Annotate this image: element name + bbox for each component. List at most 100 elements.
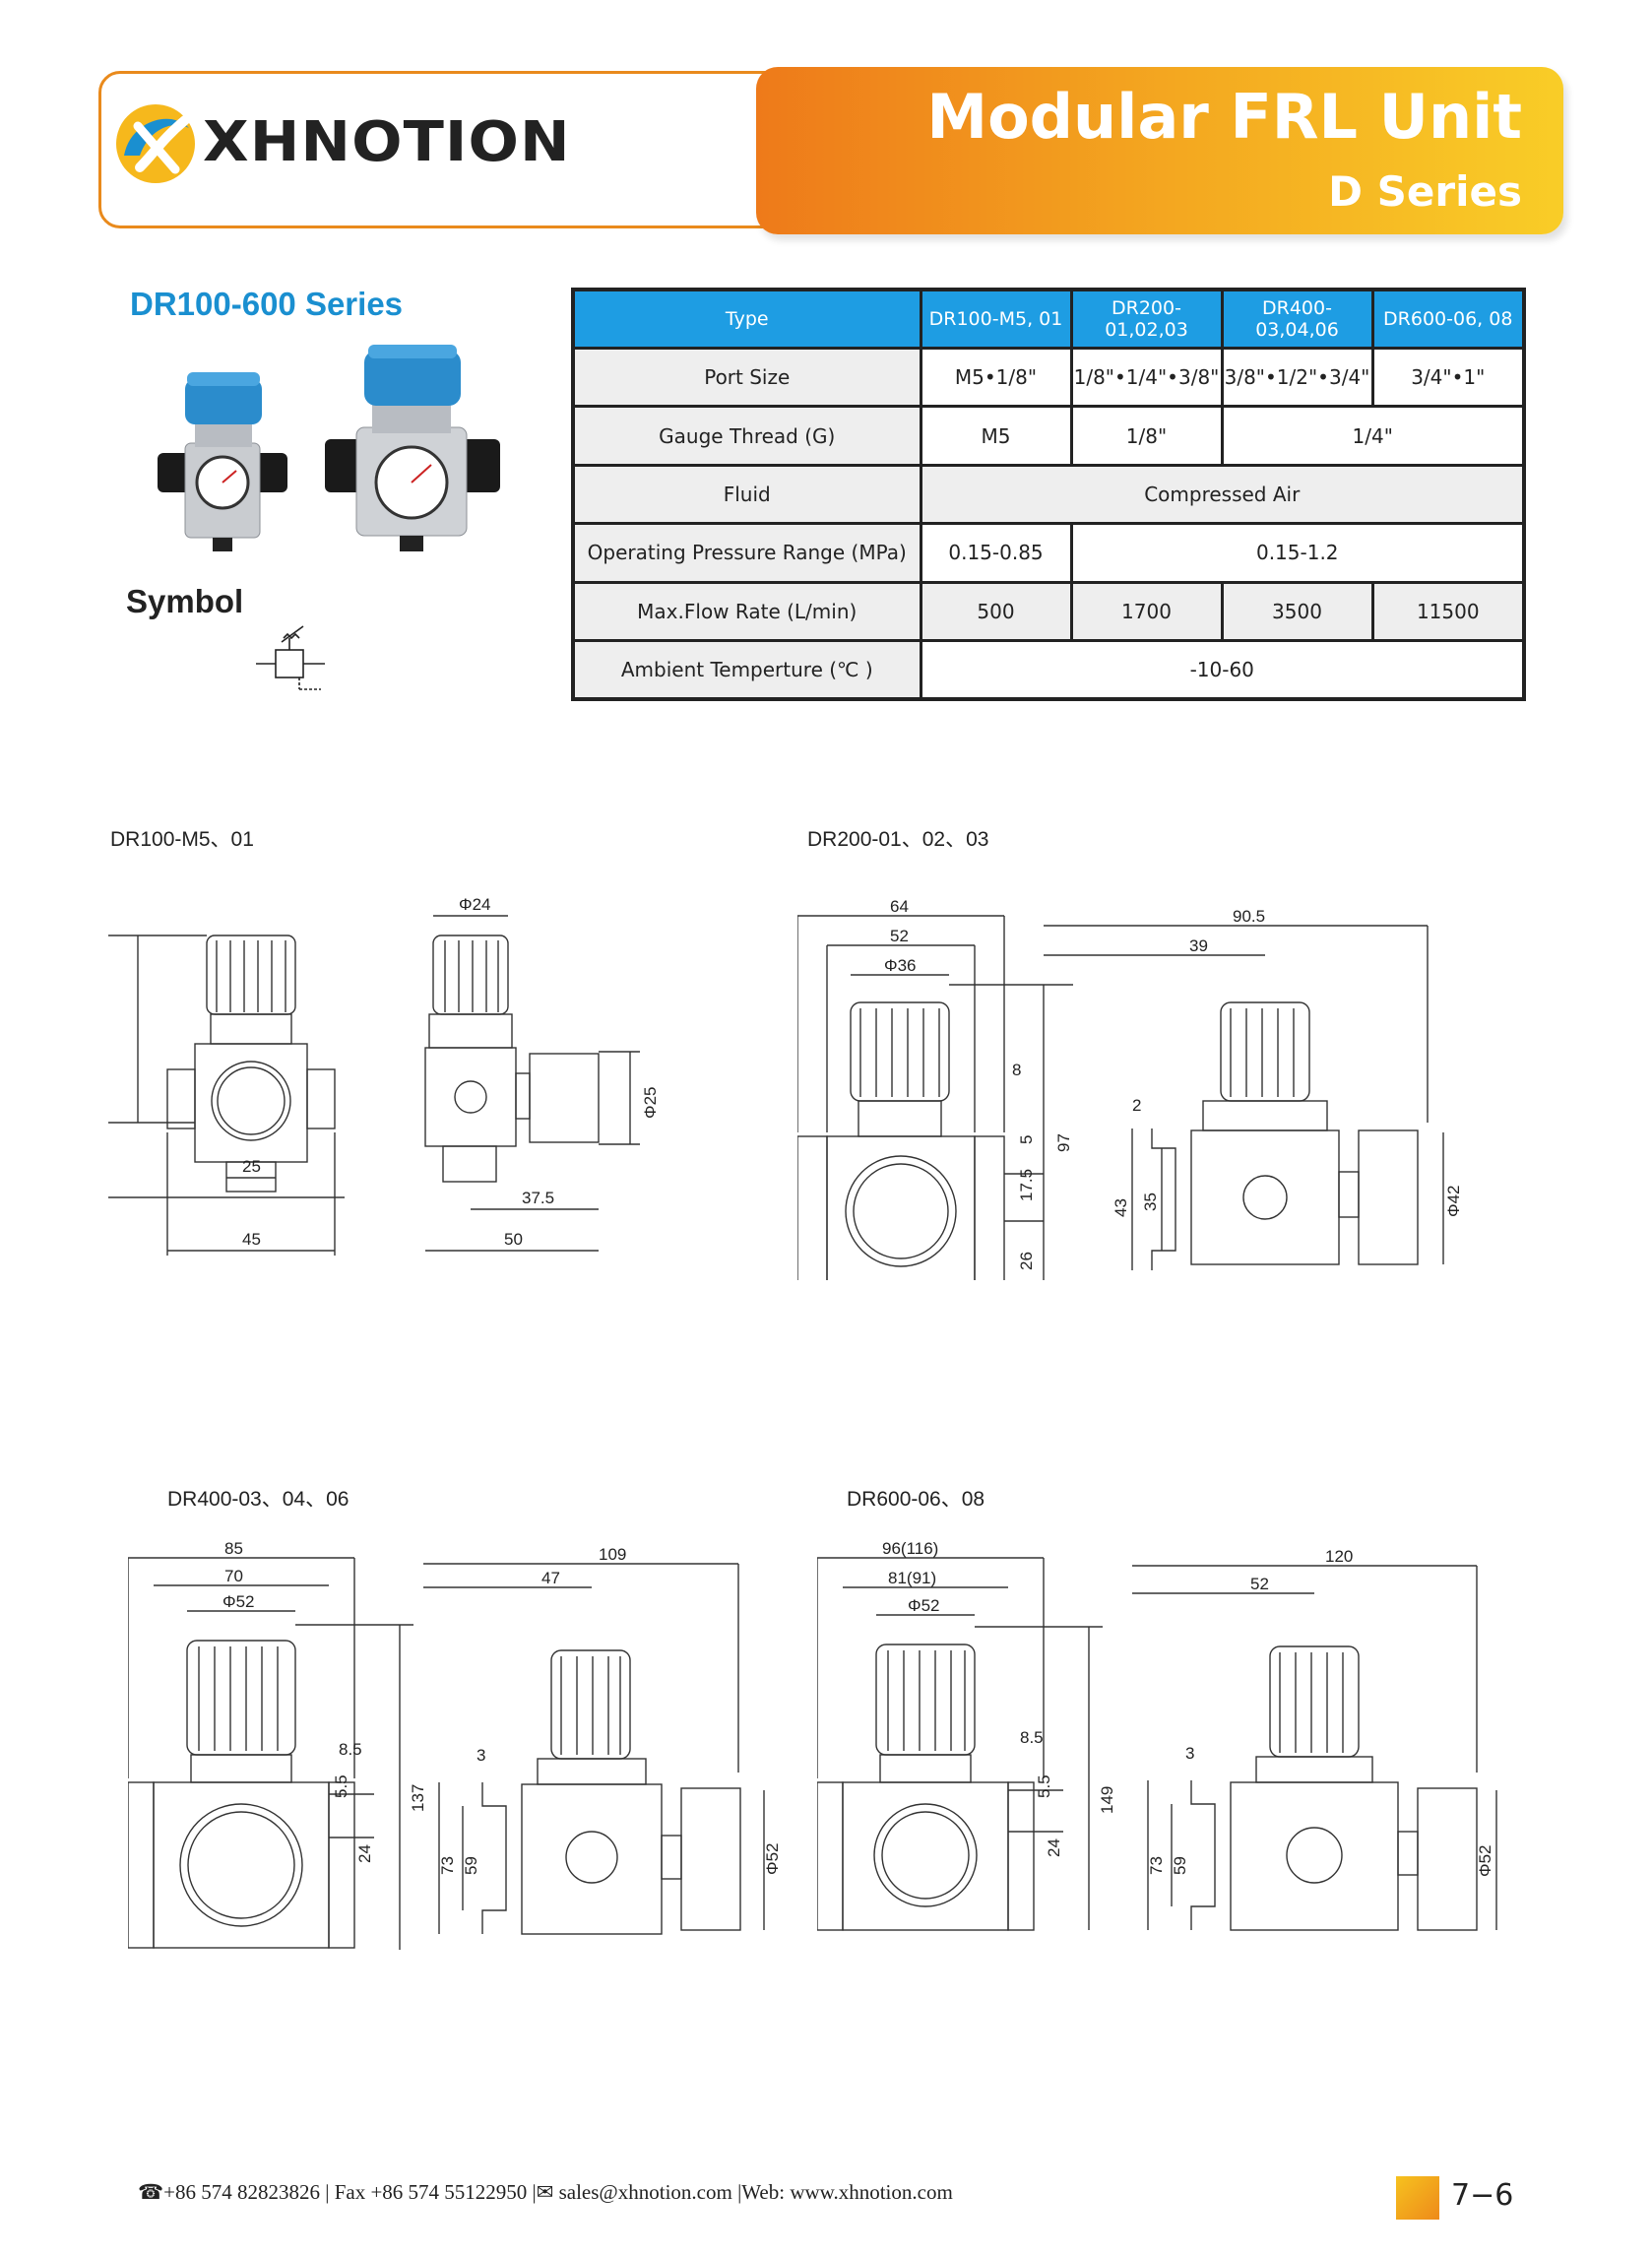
table-row: Port Size M5•1/8" 1/8"•1/4"•3/8" 3/8"•1/…	[571, 346, 1526, 409]
dim-text: Φ25	[641, 1087, 660, 1119]
page-title: Modular FRL Unit	[926, 81, 1522, 153]
dim-text: Φ42	[1444, 1186, 1463, 1217]
table-cell: M5	[919, 405, 1073, 467]
dim-text: Φ52	[763, 1843, 778, 1875]
table-cell: 1/8"•1/4"•3/8"	[1069, 346, 1224, 409]
table-header-type: DR100-M5, 01	[919, 288, 1073, 350]
dr100-dimension-drawing: 47 25 45 Φ24 Φ25 37.5 50	[108, 895, 660, 1256]
dim-text: 8.5	[339, 1740, 362, 1759]
drawing-label-dr400: DR400-03、04、06	[167, 1488, 349, 1511]
series-title: DR100-600 Series	[130, 286, 404, 322]
dim-text: 26	[1017, 1252, 1036, 1270]
dim-text: 59	[462, 1856, 480, 1875]
table-cell: 11500	[1370, 580, 1526, 643]
table-cell: 3500	[1220, 580, 1374, 643]
dim-text: 24	[355, 1844, 374, 1863]
dim-text: 137	[409, 1784, 427, 1812]
table-row: Gauge Thread (G) M5 1/8" 1/4"	[571, 405, 1526, 467]
dim-text: 70	[224, 1567, 243, 1585]
table-header-type: DR400-03,04,06	[1220, 288, 1374, 350]
dim-text: 3	[1185, 1744, 1194, 1763]
dim-text: 64	[890, 897, 909, 916]
dim-text: 81(91)	[888, 1569, 936, 1587]
brand-logo-icon	[116, 104, 195, 183]
table-cell: 1/4"	[1220, 405, 1526, 467]
dim-text: 50	[504, 1230, 523, 1249]
dim-text: 52	[1250, 1575, 1269, 1593]
footer-accent-square	[1396, 2176, 1439, 2220]
dim-text: Φ52	[1476, 1845, 1494, 1877]
dim-text: 45	[242, 1230, 261, 1249]
table-header-type: DR600-06, 08	[1370, 288, 1526, 350]
row-label: Fluid	[571, 463, 922, 526]
dim-text: 47	[541, 1569, 560, 1587]
table-row: Ambient Temperture (℃ ) -10-60	[571, 639, 1526, 701]
header-band	[756, 67, 1563, 234]
dim-text: 120	[1325, 1547, 1353, 1566]
table-cell: 0.15-1.2	[1069, 522, 1526, 584]
drawing-label-dr200: DR200-01、02、03	[807, 828, 989, 851]
row-label: Port Size	[571, 346, 922, 409]
dim-text: 24	[1045, 1838, 1063, 1857]
drawing-label-dr100: DR100-M5、01	[110, 828, 254, 851]
table-cell: 500	[919, 580, 1073, 643]
dim-text: 5	[1017, 1135, 1036, 1144]
dim-text: 25	[242, 1157, 261, 1176]
dim-text: 8	[1012, 1061, 1021, 1079]
dim-text: 109	[599, 1545, 626, 1564]
table-header-type: DR200-01,02,03	[1069, 288, 1224, 350]
table-header-label: Type	[571, 288, 922, 350]
spec-table: Type DR100-M5, 01 DR200-01,02,03 DR400-0…	[571, 288, 1526, 701]
dim-text: Φ52	[908, 1596, 939, 1615]
row-label: Ambient Temperture (℃ )	[571, 639, 922, 701]
table-cell: 1/8"	[1069, 405, 1224, 467]
dim-text: 43	[1112, 1198, 1130, 1217]
dim-text: 35	[1141, 1193, 1160, 1211]
row-label: Operating Pressure Range (MPa)	[571, 522, 922, 584]
dim-text: 149	[1098, 1786, 1116, 1814]
page-number: 7−6	[1451, 2178, 1514, 2213]
row-label: Max.Flow Rate (L/min)	[571, 580, 922, 643]
table-cell: 1700	[1069, 580, 1224, 643]
table-cell: M5•1/8"	[919, 346, 1073, 409]
table-row: Operating Pressure Range (MPa) 0.15-0.85…	[571, 522, 1526, 584]
dim-text: 17.5	[1017, 1169, 1036, 1201]
table-cell: -10-60	[919, 639, 1526, 701]
table-cell: 0.15-0.85	[919, 522, 1073, 584]
dim-text: 73	[1147, 1856, 1166, 1875]
table-cell: 3/8"•1/2"•3/4"	[1220, 346, 1374, 409]
dim-text: 96(116)	[882, 1539, 938, 1558]
symbol-title: Symbol	[126, 583, 244, 619]
page-subtitle: D Series	[1328, 167, 1522, 216]
table-cell: 3/4"•1"	[1370, 346, 1526, 409]
table-cell: Compressed Air	[919, 463, 1526, 526]
dim-text: 8.5	[1020, 1728, 1044, 1747]
dim-text: 39	[1189, 936, 1208, 955]
row-label: Gauge Thread (G)	[571, 405, 922, 467]
dr600-dimension-drawing: 96(116) 81(91) Φ52 8.5 5.5 149 24 120 52…	[817, 1539, 1497, 1931]
dim-text: 73	[438, 1856, 457, 1875]
dim-text: 47	[108, 1015, 110, 1034]
dim-text: 37.5	[522, 1189, 554, 1207]
pressure-regulator-photo	[158, 345, 500, 551]
table-row: Max.Flow Rate (L/min) 500 1700 3500 1150…	[571, 580, 1526, 643]
dim-text: 5.5	[1035, 1774, 1053, 1798]
dim-text: Φ24	[459, 895, 490, 914]
dim-text: 85	[224, 1539, 243, 1558]
dim-text: 97	[1054, 1133, 1073, 1152]
table-row: Fluid Compressed Air	[571, 463, 1526, 526]
dim-text: 90.5	[1233, 907, 1265, 926]
dim-text: Φ36	[884, 956, 916, 975]
dim-text: 52	[890, 927, 909, 945]
regulator-symbol-icon	[256, 625, 325, 690]
dim-text: 59	[1171, 1856, 1189, 1875]
drawing-label-dr600: DR600-06、08	[847, 1488, 985, 1511]
dim-text: Φ52	[222, 1592, 254, 1611]
footer-contact: ☎+86 574 82823826 | Fax +86 574 55122950…	[138, 2180, 953, 2204]
dim-text: 5.5	[332, 1774, 350, 1798]
dim-text: 3	[477, 1746, 485, 1765]
dr200-dimension-drawing: 64 52 Φ36 8 5 17.5 97 26 90.5 39 2 43 35…	[797, 897, 1463, 1280]
brand-logo-text: XHNOTION	[203, 110, 571, 174]
dr400-dimension-drawing: 85 70 Φ52 8.5 5.5 137 24 109 47 3 73 59 …	[128, 1539, 778, 1950]
dim-text: 2	[1132, 1096, 1141, 1115]
